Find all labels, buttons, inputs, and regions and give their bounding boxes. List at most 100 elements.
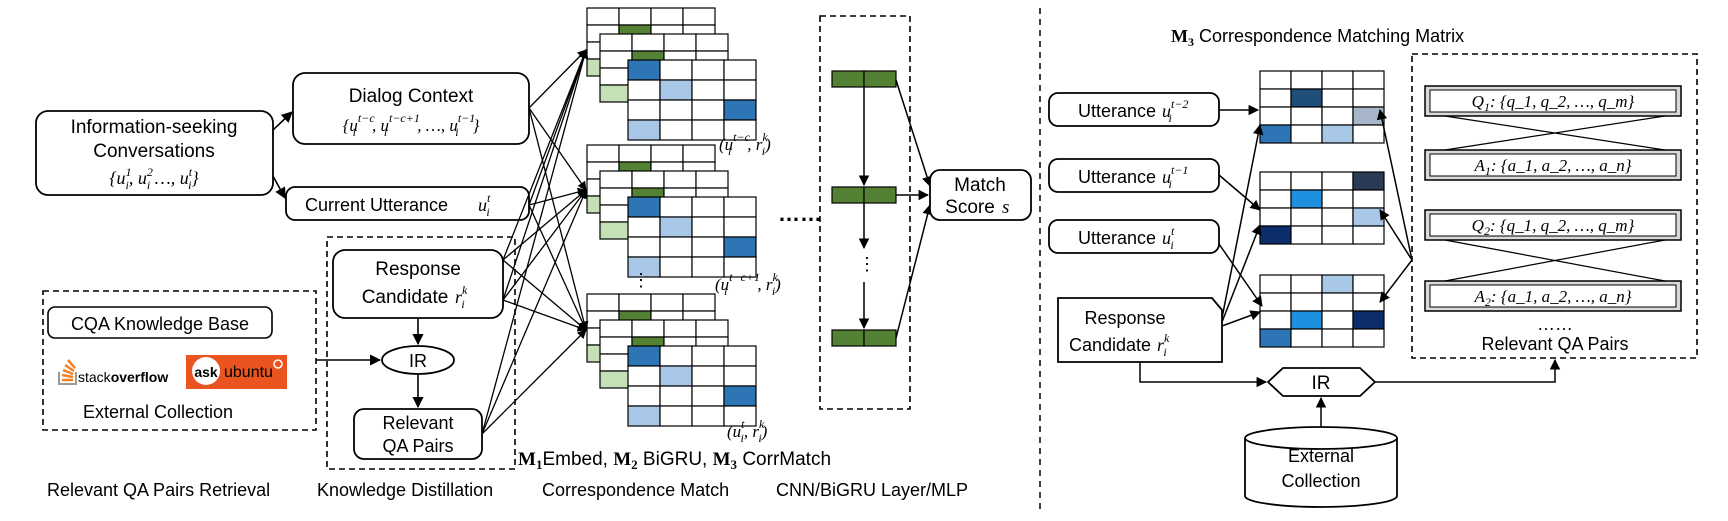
matrix-cell xyxy=(723,236,757,258)
matrix-cell xyxy=(723,196,757,218)
matrix-cell xyxy=(1352,106,1385,126)
arrow-ir-to-qa-panel xyxy=(1375,358,1561,383)
stackoverflow-logo: stackoverflow xyxy=(58,359,168,385)
matrix-cell xyxy=(627,385,661,407)
matrix-cell xyxy=(627,99,661,121)
external-collection-label: External Collection xyxy=(83,402,233,422)
matrix-cell xyxy=(1259,274,1292,294)
feature-vertical-ellipsis: ⋮ xyxy=(858,254,876,274)
relevant-qa-panel: Q1: {q_1, q_2, …, q_m}A1: {a_1, a_2, …, … xyxy=(1411,53,1698,359)
matrix-cell xyxy=(659,365,693,387)
matrix-cell xyxy=(627,59,661,81)
matrix-cell xyxy=(618,144,652,163)
qa-cross-line xyxy=(1444,239,1666,282)
matrix-cell xyxy=(1290,70,1323,90)
matrix-cell xyxy=(599,50,633,69)
matrix-caption: M1Embed, M2 BiGRU, M3 CorrMatch xyxy=(518,449,831,472)
matrix-cell xyxy=(1352,70,1385,90)
matrix-cell xyxy=(1259,207,1292,227)
matrix-cell xyxy=(723,99,757,121)
svg-text:ask: ask xyxy=(194,364,218,380)
cqa-kb-box xyxy=(47,306,273,339)
matrix-cell xyxy=(1290,189,1323,209)
right-matrix-2 xyxy=(1259,171,1385,245)
matrix-cell xyxy=(691,59,725,81)
stage-label-cnn: CNN/BiGRU Layer/MLP xyxy=(776,480,968,500)
response-candidate-line1: Response xyxy=(375,259,461,280)
matrix-cell xyxy=(1352,328,1385,348)
arrow-info-to-current xyxy=(272,175,286,199)
qa-dots: …… xyxy=(1537,314,1573,334)
matrix-stacks xyxy=(586,7,757,427)
match-score-line2: Score xyxy=(945,197,995,218)
matrix-cell xyxy=(1290,274,1323,294)
matrix-cell xyxy=(659,216,693,238)
matrix-cell xyxy=(627,196,661,218)
matrix-cell xyxy=(1352,88,1385,108)
matrix-cell xyxy=(599,353,633,372)
matrix-cell xyxy=(1259,171,1292,191)
arrow-top-to-score xyxy=(895,79,933,187)
fan-arrows xyxy=(481,49,589,435)
svg-text:Utterance: Utterance xyxy=(1078,101,1156,121)
matrix-cell xyxy=(599,33,633,52)
cnn-bigru-box: ⋮ xyxy=(819,15,911,410)
matrix-cell xyxy=(723,119,757,141)
stage-label-retrieval: Relevant QA Pairs Retrieval xyxy=(47,480,270,500)
svg-text:uti: uti xyxy=(1162,224,1175,252)
matrix-cell xyxy=(1321,106,1354,126)
matrix-cell xyxy=(627,79,661,101)
matrix-cell xyxy=(1352,171,1385,191)
matrix-cell xyxy=(599,84,633,103)
matrix-cell xyxy=(650,144,684,163)
qa-bar-text: A1: {a_1, a_2, …, a_n} xyxy=(1473,156,1631,178)
svg-text:ut−1i: ut−1i xyxy=(1162,163,1188,191)
matrix-cell xyxy=(627,405,661,427)
matrix-cell xyxy=(1352,225,1385,245)
matrix-cell xyxy=(691,79,725,101)
relevant-qa-panel-label: Relevant QA Pairs xyxy=(1481,334,1628,354)
matrix-cell xyxy=(691,196,725,218)
matrix-horizontal-ellipsis: …… xyxy=(778,201,822,226)
matrix-cell xyxy=(627,236,661,258)
matrix-cell xyxy=(599,336,633,355)
svg-text:External: External xyxy=(1288,446,1354,466)
matrix-cell xyxy=(691,405,725,427)
svg-text:Response: Response xyxy=(1084,308,1165,328)
matrix-cell xyxy=(1259,106,1292,126)
matrix-cell xyxy=(659,256,693,278)
matrix-cell xyxy=(599,67,633,86)
matrix-cell xyxy=(1259,328,1292,348)
current-utterance-label: Current Utterance xyxy=(305,195,448,215)
matrix-cell xyxy=(723,216,757,238)
matrix-cell xyxy=(1352,189,1385,209)
stage-label-correspondence: Correspondence Match xyxy=(542,480,729,500)
match-score-math: s xyxy=(1002,197,1009,218)
matrix-cell xyxy=(1321,171,1354,191)
matrix-cell xyxy=(1259,189,1292,209)
matrix-cell xyxy=(659,345,693,367)
matrix-cell xyxy=(650,293,684,312)
svg-text:Utterance: Utterance xyxy=(1078,167,1156,187)
matrix-cell xyxy=(659,385,693,407)
feature-block-top xyxy=(831,70,897,88)
matrix-cell xyxy=(659,59,693,81)
matrix-cell xyxy=(1259,310,1292,330)
matrix-cell xyxy=(1321,88,1354,108)
matrix-cell xyxy=(659,79,693,101)
dialog-context-title: Dialog Context xyxy=(349,86,474,107)
matrix-cell xyxy=(599,187,633,206)
relevant-qa-line2: QA Pairs xyxy=(382,436,453,456)
feature-block-bottom xyxy=(831,329,897,347)
ir-label: IR xyxy=(409,351,427,371)
matrix-vertical-ellipsis: ⋮ xyxy=(632,270,650,290)
qa-bar-text: A2: {a_1, a_2, …, a_n} xyxy=(1473,287,1631,309)
matrix-layer-m3 xyxy=(627,59,757,141)
external-collection-cylinder: External Collection xyxy=(1244,426,1398,508)
matrix-cell xyxy=(631,319,665,338)
matrix-cell xyxy=(1321,328,1354,348)
